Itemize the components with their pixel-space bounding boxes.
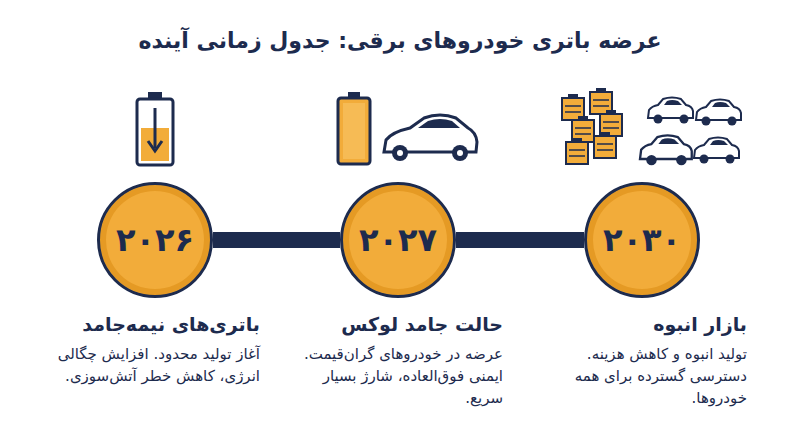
milestone-heading: حالت جامد لوکس	[293, 311, 503, 337]
year-circle: ۲۰۲۷حالت جامد لوکسعرضه در خودروهای گران‌…	[340, 182, 456, 298]
battery-stack-icon	[562, 88, 622, 164]
milestone-heading: باتری‌های نیمه‌جامد	[50, 311, 260, 337]
car-icon	[384, 115, 477, 161]
milestone-description: عرضه در خودروهای گران‌قیمت. ایمنی فوق‌ال…	[293, 343, 503, 409]
cars-icon	[640, 98, 741, 166]
battery-icon	[338, 92, 370, 164]
timeline-connector	[456, 232, 584, 248]
battery-icon	[137, 92, 173, 165]
milestone-caption: باتری‌های نیمه‌جامد آغاز تولید محدود. افز…	[50, 311, 260, 387]
year-circle: ۲۰۲۶باتری‌های نیمه‌جامدآغاز تولید محدود.…	[97, 182, 213, 298]
milestone-caption: بازار انبوه تولید انبوه و کاهش هزینه. دست…	[537, 311, 747, 409]
milestone-description: تولید انبوه و کاهش هزینه. دسترسی گسترده …	[537, 343, 747, 409]
year-label: ۲۰۲۶	[116, 221, 194, 259]
milestone-heading: بازار انبوه	[537, 311, 747, 337]
milestone-caption: حالت جامد لوکس عرضه در خودروهای گران‌قیمت…	[293, 311, 503, 409]
title: عرضه باتری خودروهای برقی: جدول زمانی آین…	[0, 28, 800, 53]
year-circle: ۲۰۳۰بازار انبوهتولید انبوه و کاهش هزینه.…	[584, 182, 700, 298]
timeline-connector	[213, 232, 340, 248]
year-label: ۲۰۲۷	[359, 221, 437, 259]
milestone-description: آغاز تولید محدود. افزایش چگالی انرژی، کا…	[50, 343, 260, 387]
year-label: ۲۰۳۰	[603, 221, 681, 259]
